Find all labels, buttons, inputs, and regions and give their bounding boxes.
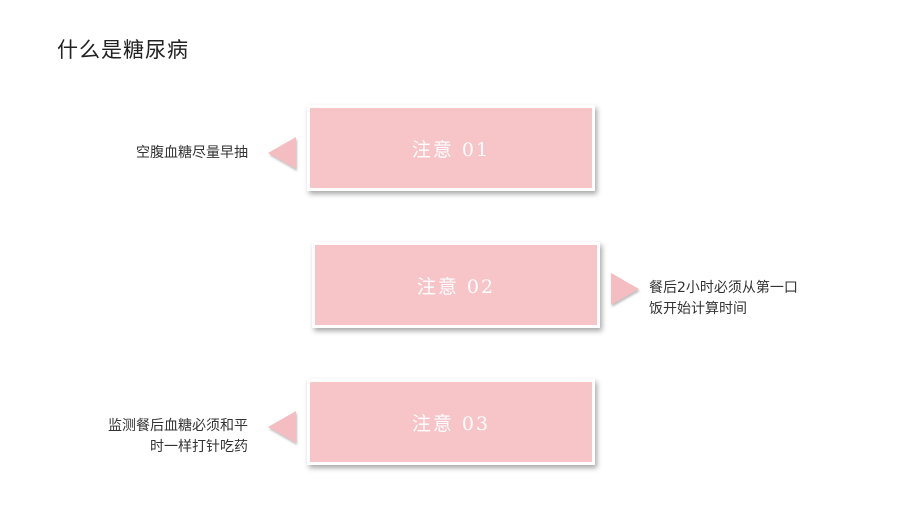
notice-card-3: 注意 03 (307, 379, 595, 465)
notice-card-3-label: 注意 03 (411, 412, 491, 435)
notice-card-1-label: 注意 01 (411, 138, 491, 161)
note-2: 餐后2小时必须从第一口 饭开始计算时间 (649, 278, 849, 320)
pointer-left-icon (268, 137, 296, 169)
pointer-right-icon (611, 273, 639, 305)
note-1: 空腹血糖尽量早抽 (98, 143, 248, 164)
page-title: 什么是糖尿病 (57, 38, 189, 62)
notice-card-2: 注意 02 (312, 242, 600, 328)
note-2-line-2: 饭开始计算时间 (649, 301, 747, 317)
notice-card-2-label: 注意 02 (416, 275, 496, 298)
note-3-line-1: 监测餐后血糖必须和平 (108, 418, 248, 434)
pointer-left-icon (268, 411, 296, 443)
note-3-line-2: 时一样打针吃药 (150, 439, 248, 455)
note-2-line-1: 餐后2小时必须从第一口 (649, 280, 798, 296)
note-3: 监测餐后血糖必须和平 时一样打针吃药 (48, 416, 248, 458)
notice-card-1: 注意 01 (307, 105, 595, 191)
note-1-line-1: 空腹血糖尽量早抽 (136, 145, 248, 161)
